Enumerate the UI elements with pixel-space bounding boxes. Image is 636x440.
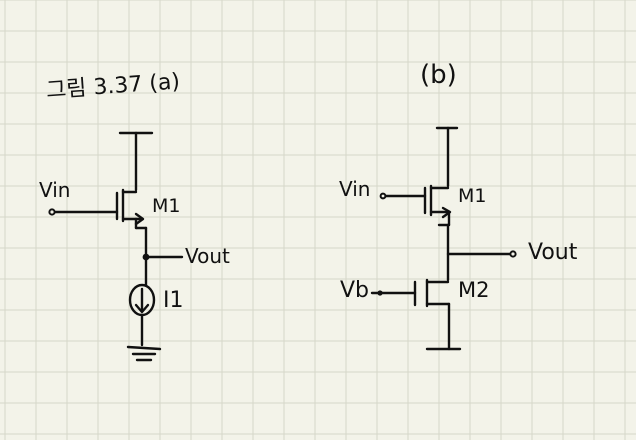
- vout-a-label: Vout: [185, 244, 230, 268]
- vb-label: Vb: [340, 278, 370, 303]
- m1-b-label: M1: [458, 185, 487, 207]
- nmos-m1-a-symbol: [115, 188, 145, 226]
- ground-symbol: [126, 345, 162, 362]
- vin-a-terminal: [48, 208, 56, 216]
- m1-a-label: M1: [152, 195, 181, 217]
- m2-label: M2: [458, 278, 490, 302]
- vout-b-terminal: [509, 250, 517, 258]
- figure-title-b: (b): [420, 60, 457, 90]
- vin-a-label: Vin: [39, 178, 71, 202]
- vout-b-label: Vout: [528, 240, 578, 265]
- nmos-m1-b-symbol: [423, 184, 452, 219]
- vb-terminal: [377, 290, 383, 296]
- vin-b-label: Vin: [339, 177, 371, 201]
- vin-b-terminal: [379, 192, 387, 200]
- nmos-m2-symbol: [413, 278, 451, 308]
- i1-label: I1: [163, 288, 184, 313]
